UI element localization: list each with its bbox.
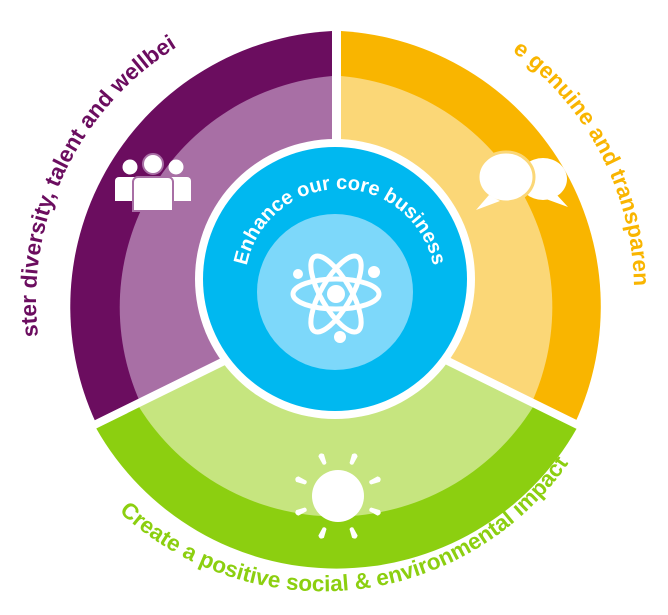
sun-ray xyxy=(369,476,381,485)
sun-ray xyxy=(349,453,358,465)
sun-ray xyxy=(349,527,358,539)
sun-icon xyxy=(295,453,381,539)
speech-bubbles-icon xyxy=(476,150,568,210)
sun-ray xyxy=(295,507,307,516)
sun-ray xyxy=(369,507,381,516)
sun-ray xyxy=(318,527,327,539)
sun-ray xyxy=(318,453,327,465)
sun-ray xyxy=(295,476,307,485)
people-icon xyxy=(115,153,191,212)
atom-icon xyxy=(290,253,382,343)
